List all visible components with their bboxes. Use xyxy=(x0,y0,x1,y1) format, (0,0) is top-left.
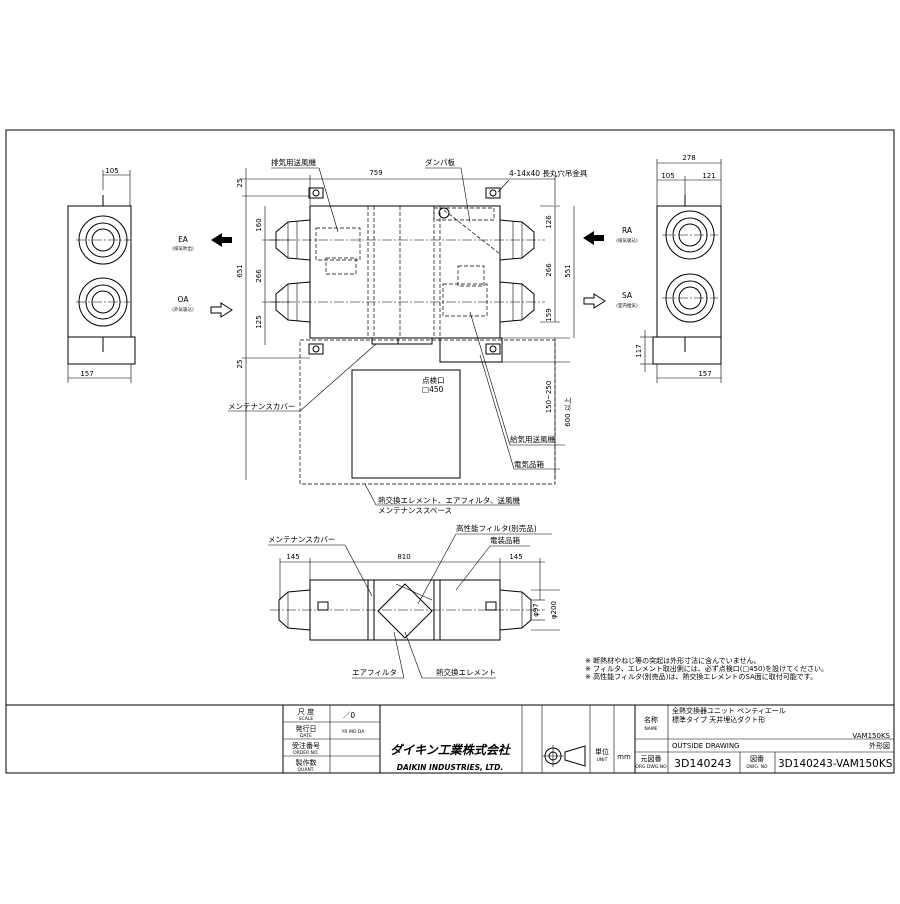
notes: ※ 断熱材やねじ等の突起は外形寸法に含んでいません。 ※ フィルタ、エレメント取… xyxy=(585,656,828,681)
svg-text:810: 810 xyxy=(397,553,410,561)
svg-text:発行日: 発行日 xyxy=(296,724,317,733)
svg-text:RA: RA xyxy=(622,226,633,235)
front-view: 145 810 145 φ97 φ200 メンテナンスカバー 高性能フィルタ(別… xyxy=(268,523,560,679)
svg-text:ORDER NO.: ORDER NO. xyxy=(293,750,319,756)
svg-text:単位: 単位 xyxy=(595,747,609,756)
svg-text:ORG DWG.NO: ORG DWG.NO xyxy=(635,764,667,770)
note-2: ※ フィルタ、エレメント取出側には、必ず点検口(□450)を設けてください。 xyxy=(585,664,828,673)
svg-text:117: 117 xyxy=(635,344,643,357)
label-supply-fan: 給気用送風機 xyxy=(510,434,555,444)
svg-text:551: 551 xyxy=(564,264,572,277)
svg-text:(排気吹出): (排気吹出) xyxy=(172,245,194,252)
svg-text:製作数: 製作数 xyxy=(296,758,317,767)
sa-label: SA (室内給気) xyxy=(583,291,638,309)
ea-label: EA (排気吹出) xyxy=(172,233,232,252)
orig-drawing-number: 3D140243 xyxy=(674,757,731,770)
svg-text:SA: SA xyxy=(622,291,633,300)
svg-text:OA: OA xyxy=(178,295,190,304)
svg-text:(外気吸込): (外気吸込) xyxy=(172,306,194,313)
dim-105-left: 105 xyxy=(105,167,118,175)
product-type: 標準タイプ 天井埋込ダクト形 xyxy=(672,715,765,724)
svg-text:OUTSIDE DRAWING: OUTSIDE DRAWING xyxy=(672,742,739,750)
svg-text:外形図: 外形図 xyxy=(869,741,890,750)
label-maint-cover: メンテナンスカバー xyxy=(228,402,295,411)
svg-text:DWG. NO: DWG. NO xyxy=(746,764,768,770)
svg-text:651: 651 xyxy=(236,264,244,277)
oa-arrow-icon xyxy=(210,302,233,318)
company-name-en: DAIKIN INDUSTRIES, LTD. xyxy=(397,763,504,772)
svg-text:図番: 図番 xyxy=(750,755,764,763)
svg-text:25: 25 xyxy=(236,179,244,188)
projection-symbol-icon xyxy=(542,745,586,767)
label-hp-filter: 高性能フィルタ(別売品) xyxy=(456,523,537,533)
note-3: ※ 高性能フィルタ(別売品)は、熱交換エレメントのSA面に取付可能です。 xyxy=(585,672,817,681)
hanger-bracket-icon xyxy=(308,187,501,355)
dim-157-left: 157 xyxy=(80,370,93,378)
svg-text:125: 125 xyxy=(255,315,263,328)
note-1: ※ 断熱材やねじ等の突起は外形寸法に含んでいません。 xyxy=(585,656,761,665)
label-elec-box: 電気品箱 xyxy=(514,459,544,469)
dim-759: 759 xyxy=(369,169,382,177)
label-elec-box-front: 電装品箱 xyxy=(490,535,520,545)
label-exhaust-fan: 排気用送風機 xyxy=(271,157,316,167)
svg-text:145: 145 xyxy=(286,553,299,561)
date-value: YR MO DA xyxy=(341,729,366,735)
svg-text:DATE: DATE xyxy=(300,733,312,739)
label-hanger: 4-14x40 長丸穴吊金具 xyxy=(509,168,588,178)
svg-text:mm: mm xyxy=(617,753,631,761)
label-damper: ダンパ板 xyxy=(425,157,455,167)
sa-arrow-icon xyxy=(583,293,606,309)
label-maint-cover-front: メンテナンスカバー xyxy=(268,535,335,544)
product-name: 全熱交換器ユニット ベンティエール xyxy=(672,706,786,715)
label-hx-element: 熱交換エレメント xyxy=(436,667,496,677)
ra-label: RA (排気吸込) xyxy=(583,226,638,245)
svg-text:266: 266 xyxy=(545,263,553,277)
scale-value: ／0 xyxy=(343,711,355,720)
svg-text:266: 266 xyxy=(255,269,263,283)
right-side-view: 278 105 121 117 157 xyxy=(635,154,722,383)
svg-text:278: 278 xyxy=(682,154,695,162)
svg-text:121: 121 xyxy=(702,172,715,180)
svg-text:受注番号: 受注番号 xyxy=(292,741,320,750)
label-space-1: 熱交換エレメント、エアフィルタ、送風機 xyxy=(378,495,520,505)
top-view: 759 25 651 25 160 266 125 xyxy=(228,157,588,515)
inspection-port xyxy=(351,369,461,479)
drawing-number: 3D140243-VAM150KS xyxy=(778,758,893,770)
ra-arrow-icon xyxy=(583,231,604,245)
svg-text:157: 157 xyxy=(698,370,711,378)
label-space-2: メンテナンススペース xyxy=(378,506,452,515)
sheet-border xyxy=(5,129,895,774)
svg-text:159: 159 xyxy=(545,308,553,321)
svg-text:NAME: NAME xyxy=(644,726,657,732)
model-number: VAM150KS xyxy=(852,732,890,740)
svg-text:145: 145 xyxy=(509,553,522,561)
ea-arrow-icon xyxy=(211,233,232,247)
svg-text:(排気吸込): (排気吸込) xyxy=(616,237,638,244)
svg-text:点検口: 点検口 xyxy=(422,375,445,385)
title-block: 尺 度 SCALE ／0 発行日 DATE YR MO DA 受注番号 ORDE… xyxy=(282,705,894,773)
left-side-view: 105 157 xyxy=(67,167,136,383)
svg-text:(室内給気): (室内給気) xyxy=(616,302,638,309)
svg-text:φ200: φ200 xyxy=(550,601,558,619)
svg-text:25: 25 xyxy=(236,360,244,369)
svg-text:φ97: φ97 xyxy=(532,603,540,617)
svg-text:UNIT: UNIT xyxy=(597,757,608,763)
svg-text:□450: □450 xyxy=(422,385,444,394)
svg-text:105: 105 xyxy=(661,172,674,180)
svg-text:150~250: 150~250 xyxy=(545,381,553,414)
svg-text:160: 160 xyxy=(255,218,263,231)
svg-text:尺 度: 尺 度 xyxy=(298,707,314,716)
svg-text:EA: EA xyxy=(178,235,189,244)
svg-text:QUANT.: QUANT. xyxy=(298,767,315,773)
company-logo-jp: ダイキン工業株式会社 xyxy=(390,743,512,757)
label-air-filter: エアフィルタ xyxy=(352,668,397,677)
oa-label: OA (外気吸込) xyxy=(172,295,233,318)
svg-text:126: 126 xyxy=(545,215,553,229)
svg-text:元図番: 元図番 xyxy=(641,755,662,763)
svg-text:名称: 名称 xyxy=(644,715,658,724)
svg-text:SCALE: SCALE xyxy=(299,716,314,722)
svg-text:600 以上: 600 以上 xyxy=(563,397,572,427)
